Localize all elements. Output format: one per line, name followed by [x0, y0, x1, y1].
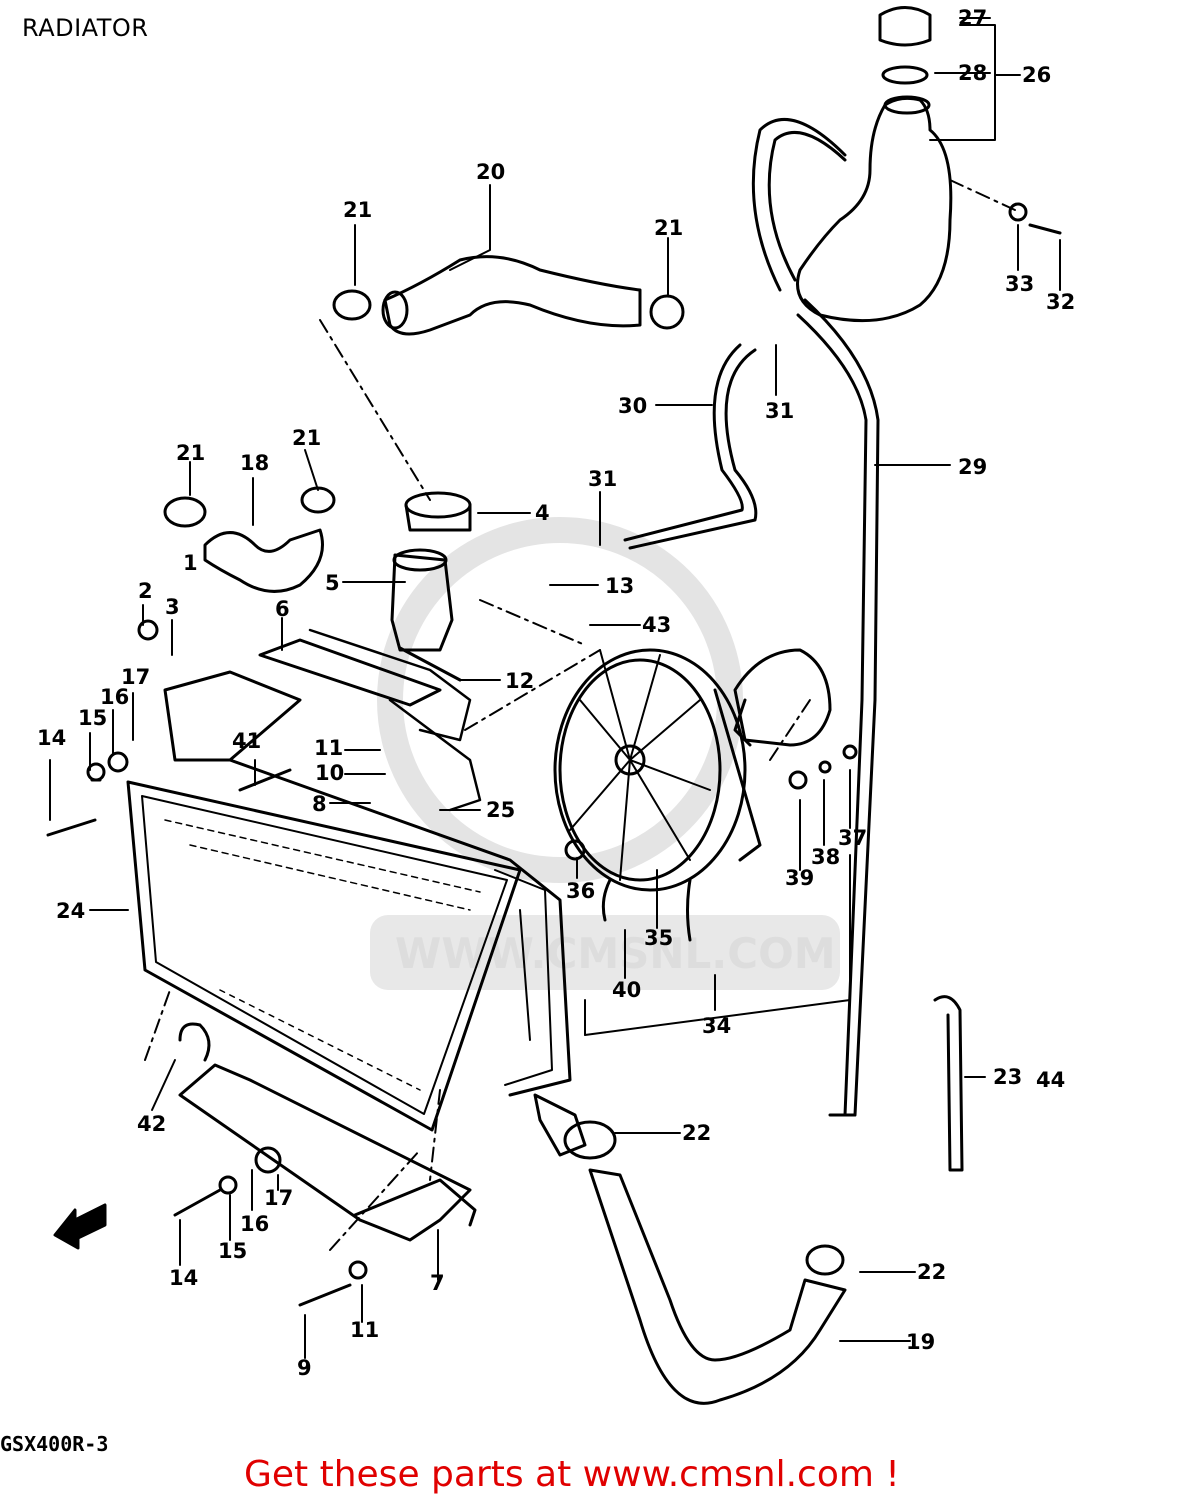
- callout-9: 9: [297, 1356, 312, 1380]
- watermark-text: WWW.CMSNL.COM: [395, 929, 836, 978]
- callout-21: 21: [176, 441, 205, 465]
- callout-41: 41: [232, 729, 261, 753]
- breather-hose: [623, 117, 847, 550]
- model-code: GSX400R-3: [0, 1432, 109, 1456]
- callout-19: 19: [906, 1330, 935, 1354]
- callout-27: 27: [958, 6, 987, 30]
- fasteners: [46, 202, 1062, 1307]
- callout-34: 34: [702, 1014, 731, 1038]
- callout-11: 11: [314, 736, 343, 760]
- callout-15: 15: [218, 1239, 247, 1263]
- callout-7: 7: [430, 1271, 445, 1295]
- leader-lines: [49, 17, 1061, 1359]
- callout-20: 20: [476, 160, 505, 184]
- callout-16: 16: [100, 685, 129, 709]
- callout-22: 22: [682, 1121, 711, 1145]
- callout-40: 40: [612, 978, 641, 1002]
- callout-21: 21: [343, 198, 372, 222]
- callout-11: 11: [350, 1318, 379, 1342]
- lower-hose: [533, 1093, 847, 1405]
- callout-42: 42: [137, 1112, 166, 1136]
- callout-4: 4: [535, 501, 550, 525]
- reservoir-tank: [796, 95, 953, 323]
- diagram-title: RADIATOR: [22, 14, 149, 42]
- radiator-cap: [404, 491, 472, 532]
- callout-31: 31: [588, 467, 617, 491]
- siphon-hose: [933, 995, 964, 1172]
- callout-21: 21: [292, 426, 321, 450]
- callout-17: 17: [264, 1186, 293, 1210]
- radiator-core: [126, 670, 572, 1132]
- fan-shroud-stays: [601, 878, 692, 942]
- callout-35: 35: [644, 926, 673, 950]
- callout-15: 15: [78, 706, 107, 730]
- cooling-fan: [553, 648, 747, 892]
- callout-18: 18: [240, 451, 269, 475]
- callout-28: 28: [958, 61, 987, 85]
- callout-13: 13: [605, 574, 634, 598]
- callout-33: 33: [1005, 272, 1034, 296]
- callout-43: 43: [642, 613, 671, 637]
- reservoir-cap: [878, 6, 932, 85]
- callout-37: 37: [838, 826, 867, 850]
- callout-14: 14: [37, 726, 66, 750]
- callout-39: 39: [785, 866, 814, 890]
- overflow-hose: [796, 298, 880, 1117]
- callout-30: 30: [618, 394, 647, 418]
- front-arrow-icon: [53, 1203, 107, 1250]
- callout-6: 6: [275, 597, 290, 621]
- callout-5: 5: [325, 571, 340, 595]
- upper-hose: [381, 255, 642, 336]
- lower-hose-clamps: [563, 1120, 845, 1276]
- callout-16: 16: [240, 1212, 269, 1236]
- callout-3: 3: [165, 595, 180, 619]
- callout-24: 24: [56, 899, 85, 923]
- callout-25: 25: [486, 798, 515, 822]
- lower-bracket: [178, 1063, 477, 1242]
- assembly-guides: [144, 179, 1016, 1251]
- callout-26: 26: [1022, 63, 1051, 87]
- upper-stay: [258, 628, 482, 812]
- fan-motor: [713, 648, 832, 862]
- callout-44: 44: [1036, 1068, 1065, 1092]
- callout-23: 23: [993, 1065, 1022, 1089]
- promo-link[interactable]: Get these parts at www.cmsnl.com !: [244, 1454, 900, 1495]
- callout-12: 12: [505, 669, 534, 693]
- callout-36: 36: [566, 879, 595, 903]
- callout-22: 22: [917, 1260, 946, 1284]
- callout-17: 17: [121, 665, 150, 689]
- callout-1: 1: [183, 551, 198, 575]
- callout-31: 31: [765, 399, 794, 423]
- callout-14: 14: [169, 1266, 198, 1290]
- filler-neck: [390, 548, 462, 682]
- callout-8: 8: [312, 792, 327, 816]
- callout-38: 38: [811, 845, 840, 869]
- callout-21: 21: [654, 216, 683, 240]
- callout-2: 2: [138, 579, 153, 603]
- callout-labels: 20 21 21 21 21 18 4 5 1 2 3 6 12 13 43 3…: [37, 6, 1075, 1380]
- callout-10: 10: [315, 761, 344, 785]
- callout-32: 32: [1046, 290, 1075, 314]
- callout-29: 29: [958, 455, 987, 479]
- hose-18: [203, 528, 324, 593]
